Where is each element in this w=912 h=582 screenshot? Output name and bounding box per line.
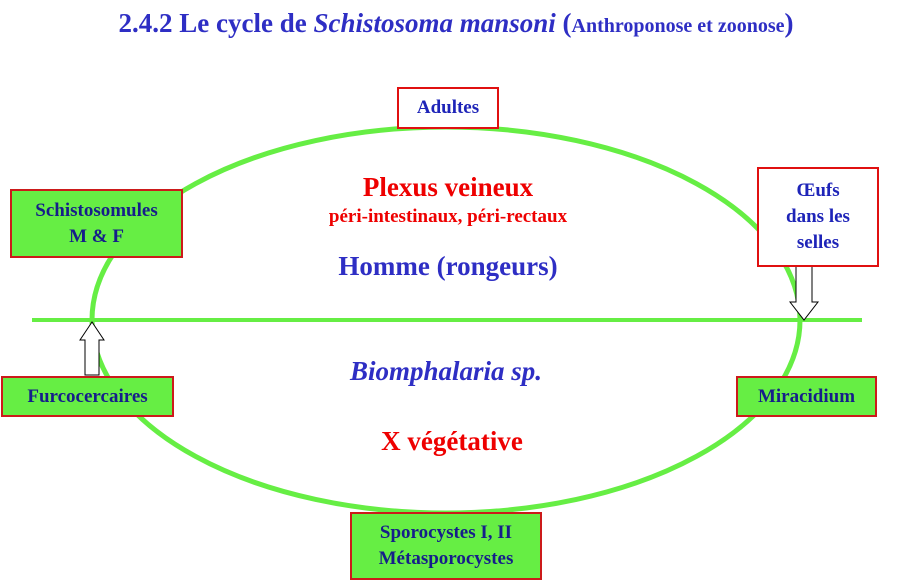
definitive-site-detail-label: péri-intestinaux, péri-rectaux xyxy=(328,206,568,227)
stage-miracidium-box: Miracidium xyxy=(736,376,877,417)
stage-miracidium-label: Miracidium xyxy=(757,385,856,407)
title-prefix: 2.4.2 Le cycle de xyxy=(118,8,314,38)
stage-furcocercaires-label: Furcocercaires xyxy=(27,385,148,407)
stage-schistosomules-line-2: M & F xyxy=(69,225,124,247)
definitive-host-label: Homme (rongeurs) xyxy=(338,251,558,281)
intermediate-host-label: Biomphalaria sp. xyxy=(349,356,543,386)
stage-oeufs-line-2: dans les xyxy=(786,206,850,227)
title-open-paren: ( xyxy=(555,8,572,38)
intermediate-multiplication-label: X végétative xyxy=(381,426,523,456)
stage-adultes-label: Adultes xyxy=(416,97,480,118)
stage-schistosomules-box: Schistosomules M & F xyxy=(10,189,183,258)
arrow-down-icon xyxy=(788,265,820,321)
stage-adultes-box: Adultes xyxy=(397,87,499,129)
stage-sporocystes-box: Sporocystes I, II Métasporocystes xyxy=(350,512,542,580)
stage-schistosomules-line-1: Schistosomules xyxy=(35,199,158,221)
page-title: 2.4.2 Le cycle de Schistosoma mansoni (A… xyxy=(0,8,912,39)
arrow-up-icon xyxy=(79,321,105,376)
stage-sporocystes-line-2: Métasporocystes xyxy=(378,548,514,569)
title-species: Schistosoma mansoni xyxy=(313,8,556,38)
stage-sporocystes-line-1: Sporocystes I, II xyxy=(379,522,513,543)
definitive-site-label: Plexus veineux xyxy=(362,172,534,202)
stage-furcocercaires-box: Furcocercaires xyxy=(1,376,174,417)
title-subtitle: Anthroponose et zoonose xyxy=(571,15,785,37)
stage-oeufs-line-3: selles xyxy=(796,232,840,253)
title-close-paren: ) xyxy=(784,8,794,38)
stage-oeufs-line-1: Œufs xyxy=(796,180,840,201)
stage-oeufs-box: Œufs dans les selles xyxy=(757,167,879,267)
